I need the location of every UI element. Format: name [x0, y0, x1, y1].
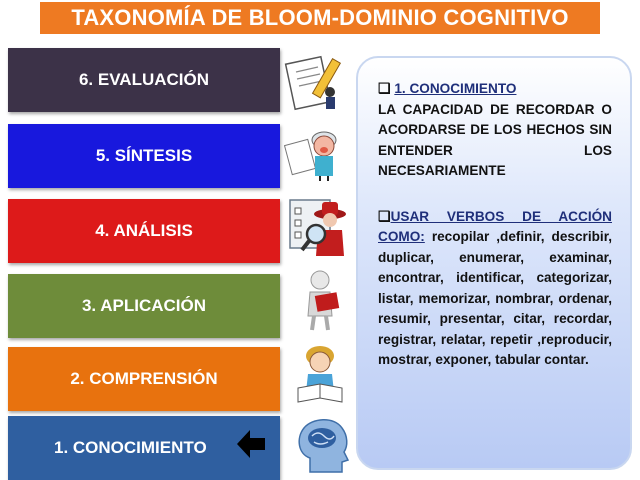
page-title: TAXONOMÍA DE BLOOM-DOMINIO COGNITIVO: [71, 5, 569, 30]
detective-magnifier-icon: [289, 199, 346, 256]
panel-heading: 1. CONOCIMIENTO: [394, 81, 517, 96]
child-reading-icon: [297, 346, 343, 403]
panel-verbs-block: ❑USAR VERBOS DE ACCIÓN COMO: recopilar ,…: [378, 206, 612, 371]
level-label: 3. APLICACIÓN: [81, 296, 207, 315]
brain-head-icon: [298, 419, 350, 473]
level-analisis: 4. ANÁLISIS: [8, 199, 280, 263]
verbs-heading: USAR VERBOS DE ACCIÓN COMO:: [378, 208, 612, 245]
panel-definition-block: ❑ 1. CONOCIMIENTO LA CAPACIDAD DE RECORD…: [378, 78, 612, 182]
level-label: 6. EVALUACIÓN: [78, 70, 210, 89]
level-evaluacion: 6. EVALUACIÓN: [8, 48, 280, 112]
level-label: 4. ANÁLISIS: [95, 221, 193, 240]
panel-definition: LA CAPACIDAD DE RECORDAR O ACORDARSE DE …: [378, 101, 612, 179]
verbs-list: recopilar ,definir, describir, duplicar,…: [378, 229, 613, 367]
level-comprension: 2. COMPRENSIÓN: [8, 347, 280, 411]
knowledge-panel: ❑ 1. CONOCIMIENTO LA CAPACIDAD DE RECORD…: [356, 56, 632, 470]
level-label: 2. COMPRENSIÓN: [70, 369, 218, 388]
thinking-character-icon: [284, 131, 337, 181]
checkbox-bullet-icon: ❑: [378, 207, 391, 224]
writing-pencil-icon: [284, 55, 342, 111]
level-conocimiento: 1. CONOCIMIENTO: [8, 416, 280, 480]
left-arrow-icon: [237, 430, 265, 458]
level-sintesis: 5. SÍNTESIS: [8, 124, 280, 188]
reading-figure-icon: [307, 270, 340, 331]
checkbox-bullet-icon: ❑: [378, 80, 391, 96]
title-banner: TAXONOMÍA DE BLOOM-DOMINIO COGNITIVO: [40, 2, 600, 34]
level-label: 5. SÍNTESIS: [95, 146, 193, 165]
level-aplicacion: 3. APLICACIÓN: [8, 274, 280, 338]
level-label: 1. CONOCIMIENTO: [54, 438, 207, 457]
